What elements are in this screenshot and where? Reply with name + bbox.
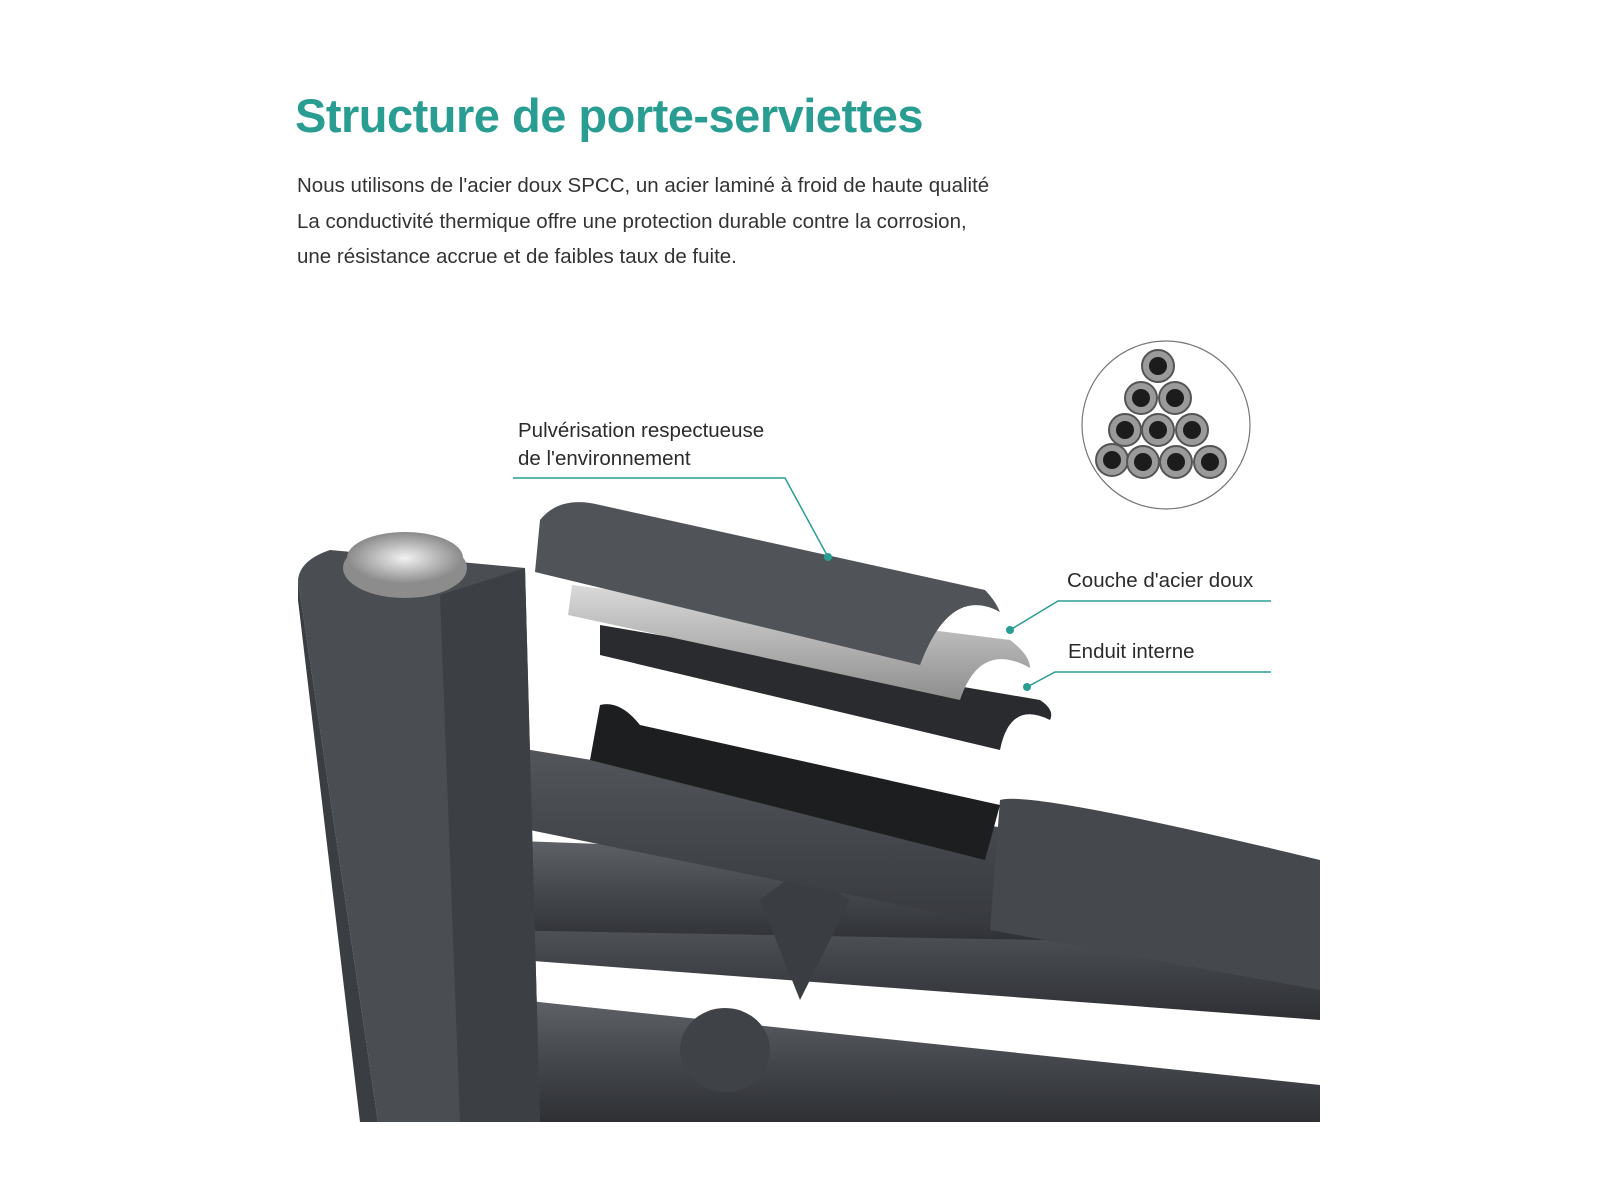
page-title: Structure de porte-serviettes: [295, 89, 924, 142]
layer-spray-coating: [535, 502, 1000, 665]
callout-dot: [1023, 683, 1031, 691]
label-line: Pulvérisation respectueuse: [518, 419, 765, 442]
vertical-post: [298, 532, 540, 1122]
steel-tubes-inset: [1081, 340, 1251, 510]
layer-mild-steel: [568, 585, 1030, 700]
callout-dot: [824, 553, 832, 561]
label-spray-coating: Pulvérisation respectueuse de l'environn…: [518, 417, 764, 473]
description-line: une résistance accrue et de faibles taux…: [297, 245, 737, 268]
layer-inner-coating: [600, 625, 1052, 750]
description-line: Nous utilisons de l'acier doux SPCC, un …: [297, 174, 990, 197]
callout-dot: [1006, 626, 1014, 634]
description-line: La conductivité thermique offre une prot…: [297, 209, 967, 233]
label-mild-steel: Couche d'acier doux: [1067, 569, 1254, 592]
label-inner-coating: Enduit interne: [1068, 640, 1195, 663]
description: Nous utilisons de l'acier doux SPCC, un …: [297, 168, 989, 275]
horizontal-bars: [466, 680, 1321, 1122]
callout-lines: [513, 477, 1271, 688]
valve-knob: [680, 1008, 770, 1092]
label-line: de l'environnement: [518, 447, 691, 470]
